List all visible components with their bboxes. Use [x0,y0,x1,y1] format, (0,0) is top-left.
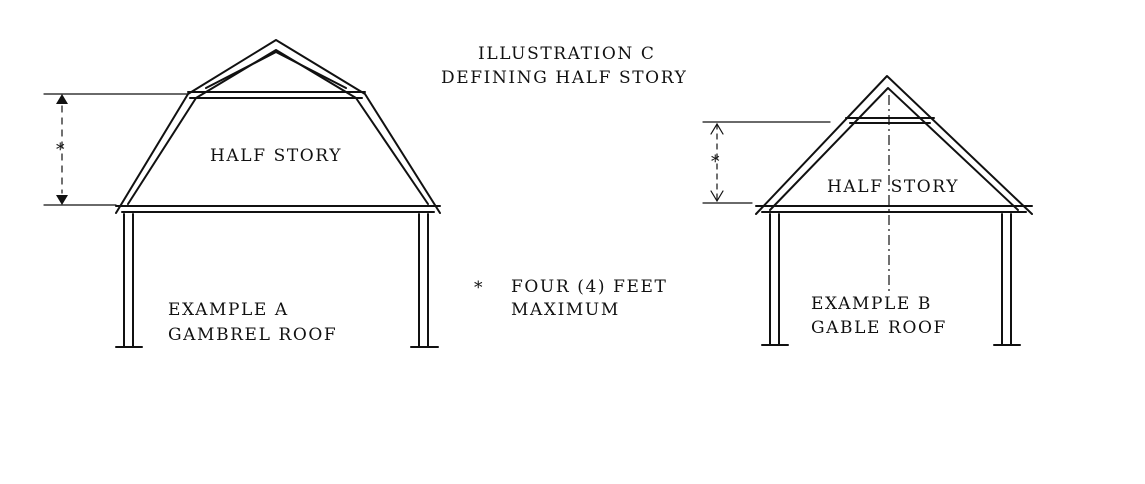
note-mark: * [474,278,485,298]
gambrel-dim-arrow-bottom [56,195,68,205]
gambrel-house [115,39,441,348]
note-line-1: FOUR (4) FEET [511,277,668,297]
gable-dimension-mark: * [711,152,722,172]
gable-dimension [702,121,831,204]
title-line-2: DEFINING HALF STORY [441,68,688,88]
example-a-roof-type: GAMBREL ROOF [168,325,338,345]
gambrel-roof-outline [115,39,441,214]
gambrel-dimension-mark: * [56,140,67,160]
gable-house [755,75,1033,346]
gambrel-roof-inner [127,49,429,205]
gable-roof-inner [769,87,1019,211]
gable-roof-outline [755,75,1033,215]
gable-room-label: HALF STORY [827,177,960,197]
gambrel-upper-truss [205,51,347,89]
example-b-roof-type: GABLE ROOF [811,318,947,338]
gambrel-dimension [43,93,189,206]
example-a-name: EXAMPLE A [168,300,289,320]
note-line-2: MAXIMUM [511,300,620,320]
gable-dim-arrow-top [710,122,724,135]
gambrel-room-label: HALF STORY [210,146,343,166]
gable-dim-arrow-bottom [710,190,724,203]
example-b-name: EXAMPLE B [811,294,933,314]
gambrel-dim-arrow-top [56,94,68,104]
title-line-1: ILLUSTRATION C [478,44,656,64]
